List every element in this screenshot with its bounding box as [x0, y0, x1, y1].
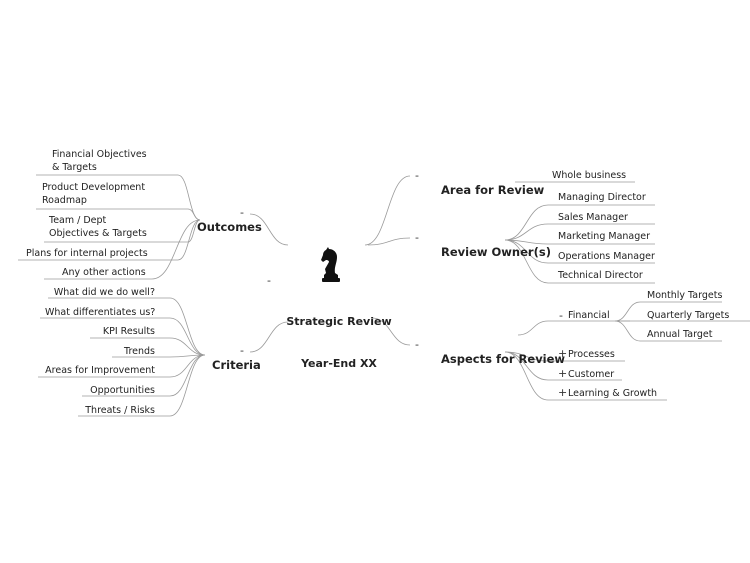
connector-criteria-item — [169, 354, 206, 417]
connector-criteria — [249, 321, 289, 353]
central-topic[interactable]: Strategic Review Year-End XX — [284, 287, 394, 399]
subtopic-financial-toggle[interactable]: - — [559, 309, 563, 322]
subtopic-customer[interactable]: Customer — [568, 369, 615, 380]
subtopic-processes[interactable]: Processes — [568, 349, 615, 360]
subtopic-learning-toggle[interactable]: + — [558, 386, 568, 399]
connector-owner — [367, 237, 411, 246]
subtopic-learning-growth[interactable]: Learning & Growth — [568, 388, 658, 399]
topic-owner-toggle[interactable]: - — [415, 231, 419, 244]
central-topic-line1: Strategic Review — [286, 315, 392, 328]
topic-criteria-label: Criteria — [212, 358, 261, 372]
subtopic-other-actions[interactable]: Any other actions — [62, 267, 146, 278]
connector-financial-item — [614, 301, 641, 322]
connector-owner-item — [504, 239, 549, 284]
subtopic-customer-toggle[interactable]: + — [558, 367, 568, 380]
topic-criteria-toggle[interactable]: - — [240, 344, 244, 357]
connector-outcomes — [249, 213, 289, 246]
connector-aspects — [371, 317, 411, 346]
subtopic-financial-objectives[interactable]: Financial Objectives& Targets — [52, 149, 147, 173]
chess-knight-icon — [320, 247, 342, 283]
topic-area-toggle[interactable]: - — [415, 169, 419, 182]
topic-aspects-for-review[interactable]: Aspects for Review — [425, 338, 565, 380]
topic-aspects-label: Aspects for Review — [441, 352, 566, 366]
connector-aspects-item — [504, 351, 549, 401]
subtopic-differentiates[interactable]: What differentiates us? — [45, 307, 156, 318]
subtopic-operations-manager[interactable]: Operations Manager — [558, 251, 655, 262]
connector-area — [364, 175, 411, 246]
subtopic-annual-target[interactable]: Annual Target — [647, 329, 713, 340]
central-topic-line2: Year-End XX — [301, 357, 377, 370]
subtopic-what-did-well[interactable]: What did we do well? — [53, 287, 155, 298]
collapse-toggle[interactable]: - — [267, 274, 271, 287]
connector-owner-item — [504, 223, 549, 241]
subtopic-sales-manager[interactable]: Sales Manager — [558, 212, 628, 223]
connector-outcome-item — [177, 219, 201, 261]
connector-criteria-item — [169, 297, 206, 356]
topic-outcomes[interactable]: Outcomes — [181, 206, 262, 248]
subtopic-kpi-results[interactable]: KPI Results — [102, 326, 155, 337]
connector-financial — [517, 320, 549, 336]
subtopic-whole-business[interactable]: Whole business — [552, 170, 627, 181]
topic-outcomes-label: Outcomes — [197, 220, 262, 234]
subtopic-quarterly-targets[interactable]: Quarterly Targets — [647, 310, 730, 321]
subtopic-financial[interactable]: Financial — [568, 310, 610, 321]
topic-owner-label: Review Owner(s) — [441, 245, 551, 259]
subtopic-opportunities[interactable]: Opportunities — [90, 385, 155, 396]
topic-area-for-review[interactable]: Area for Review — [425, 169, 544, 211]
subtopic-technical-director[interactable]: Technical Director — [558, 270, 643, 281]
subtopic-internal-projects[interactable]: Plans for internal projects — [26, 248, 148, 259]
connector-outcome-item — [151, 219, 201, 280]
subtopic-trends[interactable]: Trends — [124, 346, 155, 357]
subtopic-processes-toggle[interactable]: + — [558, 347, 568, 360]
connector-criteria-item — [169, 317, 206, 356]
connector-owner-item — [504, 204, 549, 241]
subtopic-marketing-manager[interactable]: Marketing Manager — [558, 231, 651, 242]
subtopic-areas-improvement[interactable]: Areas for Improvement — [45, 365, 155, 376]
topic-aspects-toggle[interactable]: - — [415, 338, 419, 351]
topic-outcomes-toggle[interactable]: - — [240, 206, 244, 219]
connector-criteria-item — [169, 337, 206, 356]
connector-financial-item — [614, 320, 641, 342]
subtopic-monthly-targets[interactable]: Monthly Targets — [647, 290, 723, 301]
topic-area-label: Area for Review — [441, 183, 545, 197]
topic-criteria[interactable]: Criteria — [196, 344, 261, 386]
subtopic-managing-director[interactable]: Managing Director — [558, 192, 646, 203]
subtopic-threats-risks[interactable]: Threats / Risks — [85, 405, 155, 416]
topic-review-owners[interactable]: Review Owner(s) — [425, 231, 551, 273]
